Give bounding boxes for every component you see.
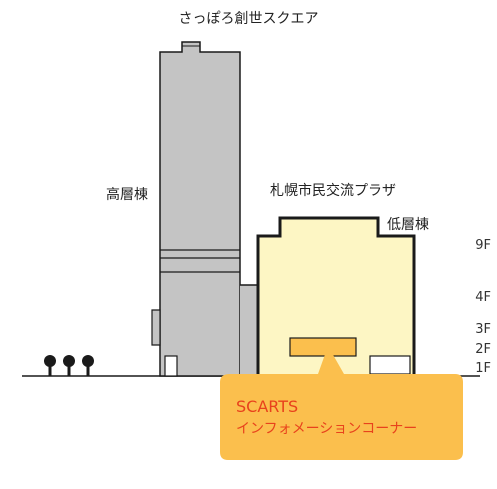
low-rise-building (256, 216, 416, 378)
callout-subtitle: インフォメーションコーナー (236, 421, 418, 437)
building-title: さっぽろ創世スクエア (178, 11, 319, 27)
scarts-area-highlight (289, 337, 357, 357)
floor-label-1f: 1F (475, 361, 491, 376)
callout-text: SCARTS インフォメーションコーナー (236, 396, 417, 440)
tree-icon (63, 355, 75, 376)
callout-bubble (220, 346, 463, 460)
tree-icon (82, 355, 94, 376)
low-building-label: 低層棟 (387, 217, 429, 233)
tower-side-step (151, 309, 161, 346)
tree-icon (44, 355, 56, 376)
low-rise-entrance (369, 355, 411, 375)
tall-building-label: 高層棟 (106, 187, 148, 203)
floor-label-4f: 4F (475, 290, 491, 305)
tower-entrance (164, 355, 178, 377)
floor-label-3f: 3F (475, 322, 491, 337)
callout-title: SCARTS (236, 397, 299, 416)
floor-label-2f: 2F (475, 342, 491, 357)
plaza-label: 札幌市民交流プラザ (270, 183, 396, 199)
tower-base-annex (240, 284, 259, 377)
floor-label-9f: 9F (475, 238, 491, 253)
tall-tower (159, 41, 241, 377)
